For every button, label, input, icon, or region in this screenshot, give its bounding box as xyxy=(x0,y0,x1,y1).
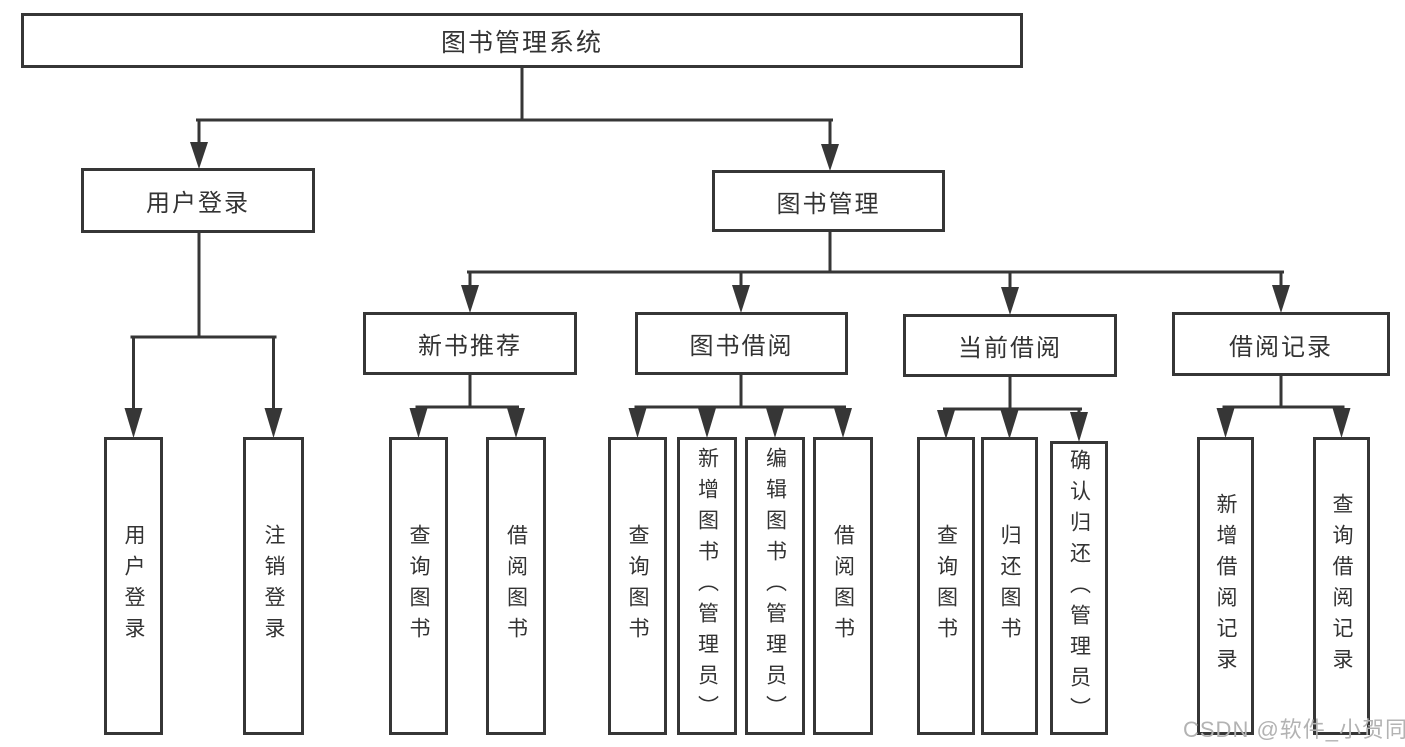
leaf-borrow-books: 借阅图书 xyxy=(813,437,873,735)
leaf-borrow-books-recommend-label: 借阅图书 xyxy=(504,524,528,648)
leaf-query-books-borrowing: 查询图书 xyxy=(608,437,667,735)
node-user-login-label: 用户登录 xyxy=(146,190,250,217)
connector-book-borrowing xyxy=(628,373,852,438)
node-borrowing-records: 借阅记录 xyxy=(1172,312,1390,376)
csdn-watermark: CSDN @软件_小贺同学 xyxy=(1183,717,1405,742)
leaf-edit-books-admin: 编辑图书（管理员） xyxy=(745,437,805,735)
node-new-book-recommend: 新书推荐 xyxy=(363,312,577,375)
leaf-add-books-admin: 新增图书（管理员） xyxy=(677,437,737,735)
connector-root xyxy=(190,66,839,171)
leaf-user-login-label: 用户登录 xyxy=(122,524,145,648)
leaf-logout-label: 注销登录 xyxy=(262,524,285,648)
node-borrowing-records-label: 借阅记录 xyxy=(1229,333,1333,361)
leaf-query-borrow-record-label: 查询借阅记录 xyxy=(1330,493,1353,679)
connector-user-login xyxy=(124,231,283,438)
node-new-book-recommend-label: 新书推荐 xyxy=(418,333,522,360)
node-current-borrowing-label: 当前借阅 xyxy=(958,335,1062,362)
leaf-confirm-return-admin-label: 确认归还（管理员） xyxy=(1067,448,1091,728)
leaf-edit-books-admin-label: 编辑图书（管理员） xyxy=(763,446,787,726)
leaf-confirm-return-admin: 确认归还（管理员） xyxy=(1050,441,1108,735)
leaf-add-books-admin-label: 新增图书（管理员） xyxy=(695,446,719,726)
leaf-query-books-borrowing-label: 查询图书 xyxy=(626,524,649,648)
leaf-return-books-label: 归还图书 xyxy=(998,524,1021,648)
leaf-user-login: 用户登录 xyxy=(104,437,163,735)
node-root-system: 图书管理系统 xyxy=(21,13,1023,68)
node-book-management-label: 图书管理 xyxy=(776,190,881,218)
connector-current-borrowing xyxy=(937,375,1088,442)
node-user-login: 用户登录 xyxy=(81,168,315,233)
leaf-return-books: 归还图书 xyxy=(981,437,1038,735)
leaf-borrow-books-label: 借阅图书 xyxy=(831,524,855,648)
leaf-query-books-recommend: 查询图书 xyxy=(389,437,448,735)
leaf-query-borrow-record: 查询借阅记录 xyxy=(1313,437,1370,735)
node-current-borrowing: 当前借阅 xyxy=(903,314,1117,377)
node-root-label: 图书管理系统 xyxy=(440,28,603,57)
node-book-borrowing-label: 图书借阅 xyxy=(689,333,794,360)
connector-new-book xyxy=(409,373,525,438)
leaf-query-books-current: 查询图书 xyxy=(917,437,975,735)
leaf-borrow-books-recommend: 借阅图书 xyxy=(486,437,546,735)
leaf-add-borrow-record-label: 新增借阅记录 xyxy=(1214,493,1237,679)
leaf-query-books-current-label: 查询图书 xyxy=(934,524,958,648)
node-book-borrowing: 图书借阅 xyxy=(635,312,848,375)
connector-book-management xyxy=(461,230,1290,315)
connector-borrowing-records xyxy=(1216,374,1351,438)
leaf-query-books-recommend-label: 查询图书 xyxy=(407,524,430,648)
node-book-management: 图书管理 xyxy=(712,170,945,232)
leaf-add-borrow-record: 新增借阅记录 xyxy=(1197,437,1254,735)
leaf-logout: 注销登录 xyxy=(243,437,304,735)
